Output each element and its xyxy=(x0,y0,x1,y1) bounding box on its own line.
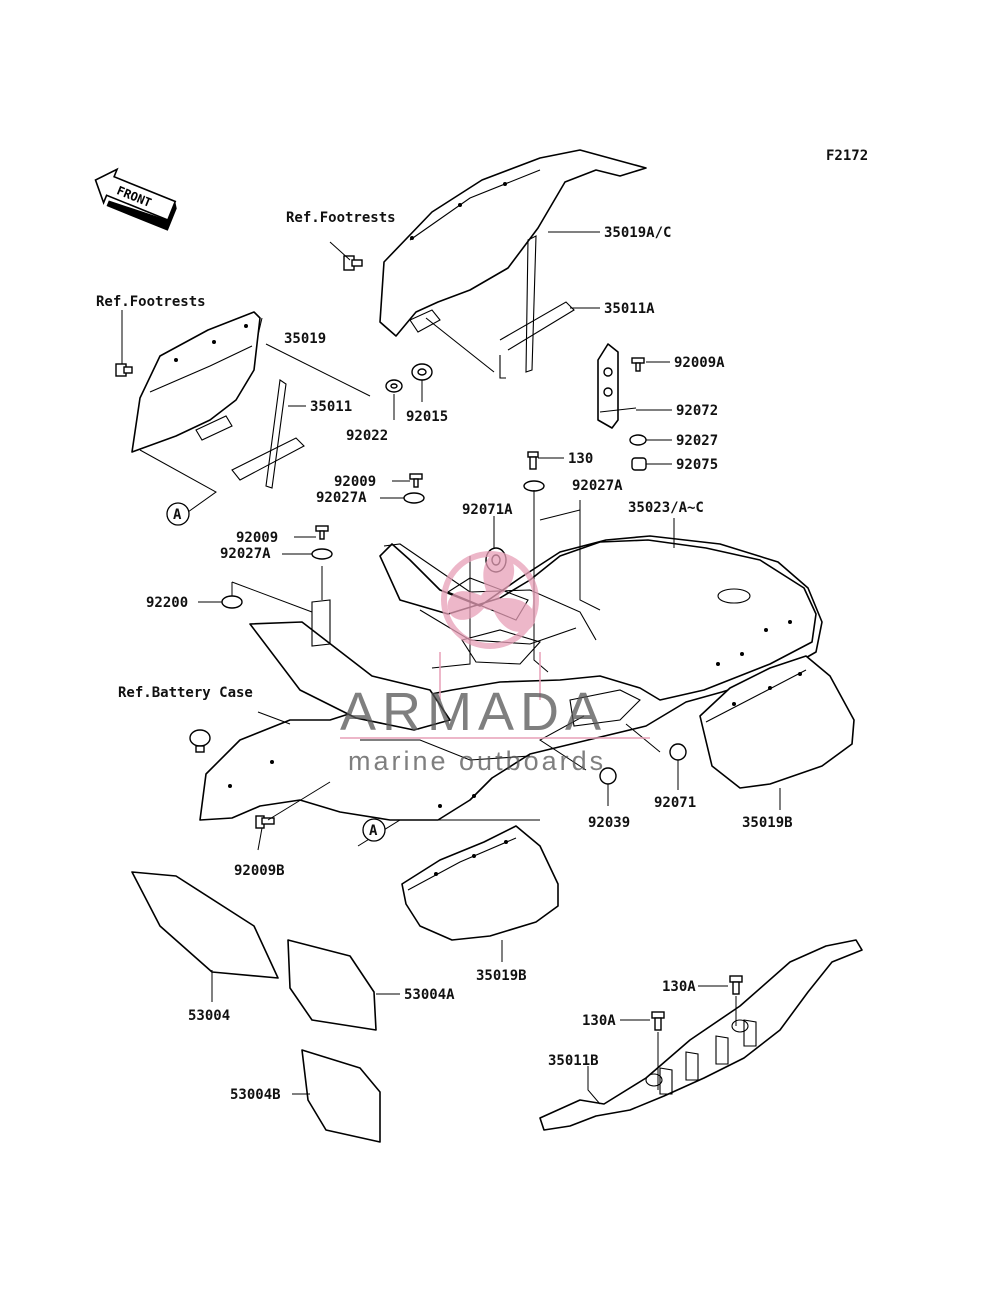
callout-92071a: 92071A xyxy=(462,502,513,518)
watermark-tagline: marine outboards xyxy=(348,746,606,776)
side-flap-center xyxy=(401,825,559,941)
rivet-icon xyxy=(189,729,211,753)
bolt-icon xyxy=(651,1011,665,1031)
marker-a-2: A xyxy=(362,818,386,842)
front-arrow-icon: FRONT xyxy=(94,167,177,231)
ref-footrests-upper: Ref.Footrests xyxy=(286,210,396,226)
callout-labels: 35019A/C 35011A 92009A 92072 92027 92075… xyxy=(96,210,793,1103)
callout-92009-upper: 92009 xyxy=(334,474,376,490)
callout-92015: 92015 xyxy=(406,409,448,425)
figure-code: F2172 xyxy=(826,148,868,164)
rear-fender-flap-right xyxy=(379,149,647,337)
rear-bar-35011b xyxy=(539,939,863,1131)
decal-53004 xyxy=(131,871,279,979)
ref-battery-case: Ref.Battery Case xyxy=(118,685,253,701)
damper-icon xyxy=(631,457,647,471)
screw-icon xyxy=(315,525,329,540)
bolt-icon xyxy=(729,975,743,995)
watermark-brand: ARMADA xyxy=(340,682,607,742)
callout-35011: 35011 xyxy=(310,399,352,415)
callout-130a-left: 130A xyxy=(582,1013,616,1029)
bracket-35011 xyxy=(231,379,305,489)
callout-130: 130 xyxy=(568,451,593,467)
rear-fender-body xyxy=(199,535,823,821)
washer-icon xyxy=(311,548,333,560)
callout-92027a-right: 92027A xyxy=(572,478,623,494)
rear-fender-flap-left xyxy=(131,311,261,453)
washer-icon xyxy=(523,480,545,492)
bracket-92072 xyxy=(597,343,637,429)
screw-icon xyxy=(255,815,275,829)
callout-92009-lower: 92009 xyxy=(236,530,278,546)
callout-35019b-right: 35019B xyxy=(742,815,793,831)
callout-35019: 35019 xyxy=(284,331,326,347)
callout-92027: 92027 xyxy=(676,433,718,449)
callout-92022: 92022 xyxy=(346,428,388,444)
propeller-logo-icon xyxy=(439,551,541,700)
callout-92039: 92039 xyxy=(588,815,630,831)
decal-53004b xyxy=(301,1049,381,1143)
screw-icon xyxy=(409,473,423,488)
svg-text:A: A xyxy=(173,507,182,523)
callout-92027a-upper: 92027A xyxy=(316,490,367,506)
bolt-icon xyxy=(115,363,133,377)
washer-icon xyxy=(629,434,647,446)
svg-text:A: A xyxy=(369,823,378,839)
callout-130a-right: 130A xyxy=(662,979,696,995)
washer-icon xyxy=(403,492,425,504)
callout-53004a: 53004A xyxy=(404,987,455,1003)
washer-icon xyxy=(385,379,403,393)
callout-92075: 92075 xyxy=(676,457,718,473)
bracket-35011a xyxy=(425,235,575,379)
callout-92027a-lower: 92027A xyxy=(220,546,271,562)
decal-53004a xyxy=(287,939,377,1031)
side-flap-right xyxy=(699,655,855,789)
ref-footrests-left: Ref.Footrests xyxy=(96,294,206,310)
grommet-icon xyxy=(221,595,243,609)
callout-35023: 35023/A~C xyxy=(628,500,704,516)
callout-35019b-center: 35019B xyxy=(476,968,527,984)
callout-92071: 92071 xyxy=(654,795,696,811)
callout-35019ac: 35019A/C xyxy=(604,225,671,241)
callout-35011a: 35011A xyxy=(604,301,655,317)
nut-icon xyxy=(411,363,433,381)
bolt-icon xyxy=(527,451,539,470)
callout-53004: 53004 xyxy=(188,1008,230,1024)
screw-icon xyxy=(631,357,645,372)
bolt-icon xyxy=(343,255,363,271)
callout-92009a: 92009A xyxy=(674,355,725,371)
callout-35011b: 35011B xyxy=(548,1053,599,1069)
callout-92009b: 92009B xyxy=(234,863,285,879)
marker-a-1: A xyxy=(166,502,190,526)
callout-92200: 92200 xyxy=(146,595,188,611)
leader-lines xyxy=(121,231,781,1105)
callout-53004b: 53004B xyxy=(230,1087,281,1103)
callout-92072: 92072 xyxy=(676,403,718,419)
grommet-icon xyxy=(669,743,687,761)
armada-watermark: ARMADA marine outboards xyxy=(340,551,650,776)
